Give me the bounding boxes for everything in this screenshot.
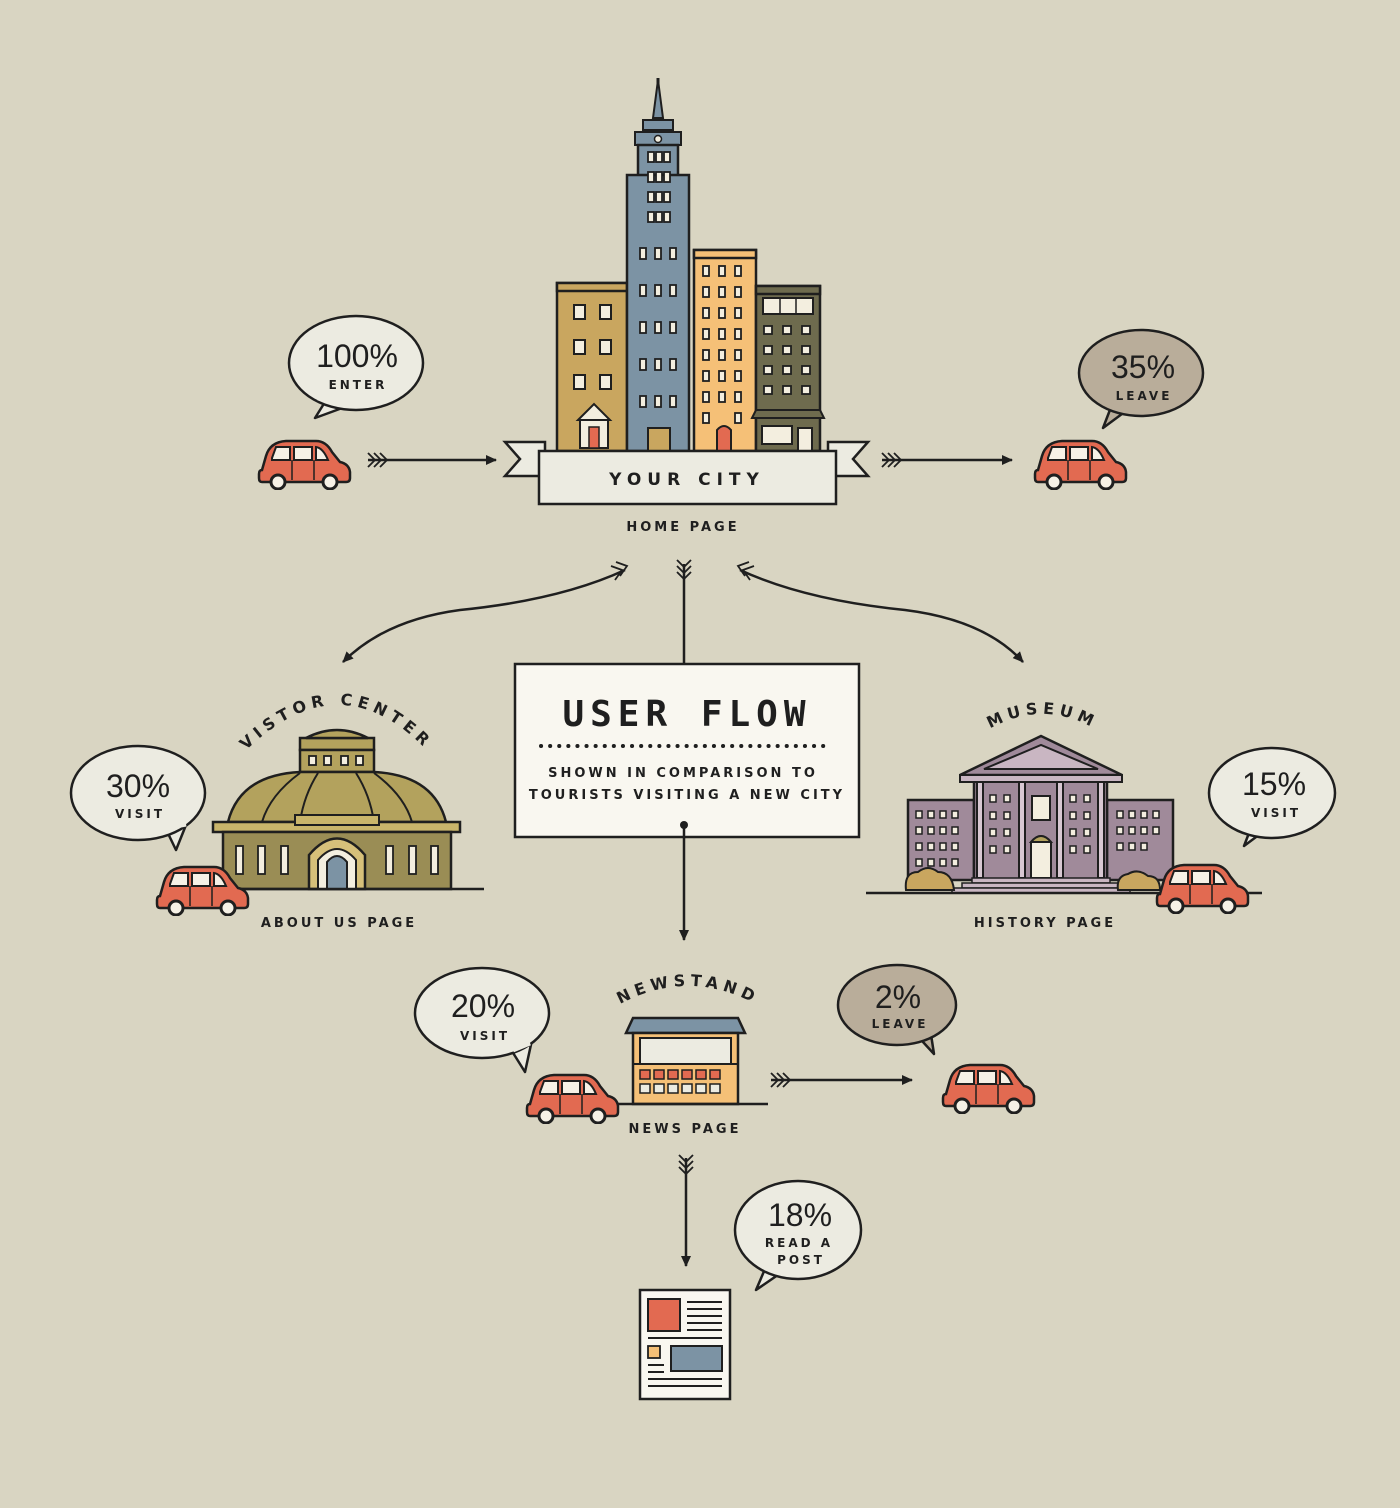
visit-history-bubble: 15% VISIT — [1207, 746, 1337, 848]
read-post-label-line-2: POST — [777, 1253, 825, 1267]
leave-home-percent: 35% — [1111, 349, 1175, 385]
flow-arrows-home — [342, 559, 1024, 664]
visit-history-percent: 15% — [1242, 766, 1306, 802]
car-newstand — [525, 1073, 620, 1124]
home-page-label: HOME PAGE — [626, 520, 739, 535]
car-leave-news — [941, 1063, 1036, 1114]
leave-home-bubble: 35% LEAVE — [1077, 328, 1205, 430]
leave-home-label: LEAVE — [1116, 389, 1173, 403]
banner-label: YOUR CITY — [608, 470, 765, 490]
subtitle-line-2: TOURISTS VISITING A NEW CITY — [529, 788, 845, 803]
car-leave-home — [1033, 439, 1128, 490]
visit-news-label: VISIT — [460, 1029, 510, 1043]
leave-home-arrow — [881, 452, 1013, 468]
leave-news-label: LEAVE — [872, 1017, 929, 1031]
leave-news-percent: 2% — [875, 979, 921, 1015]
your-city-banner: YOUR CITY — [502, 440, 871, 506]
enter-label: ENTER — [329, 378, 388, 392]
car-museum — [1155, 863, 1250, 914]
newstand-illustration — [606, 1016, 768, 1106]
visit-history-label: VISIT — [1251, 806, 1301, 820]
subtitle-line-1: SHOWN IN COMPARISON TO — [548, 766, 818, 781]
visit-about-bubble: 30% VISIT — [69, 744, 207, 852]
leave-news-bubble: 2% LEAVE — [836, 963, 958, 1056]
main-title: USER FLOW — [562, 694, 811, 735]
read-post-label-line-1: READ A — [765, 1236, 833, 1250]
title-box: USER FLOW SHOWN IN COMPARISON TO TOURIST… — [513, 662, 861, 839]
read-post-bubble: 18% READ A POST — [733, 1179, 863, 1292]
newstand-title: NEWSTAND — [613, 971, 762, 1008]
news-page-label: NEWS PAGE — [629, 1122, 742, 1137]
visit-about-label: VISIT — [115, 807, 165, 821]
visit-news-bubble: 20% VISIT — [413, 966, 551, 1074]
enter-bubble: 100% ENTER — [287, 314, 425, 420]
leave-news-arrow — [770, 1072, 913, 1088]
read-post-percent: 18% — [768, 1197, 832, 1233]
car-enter — [257, 439, 352, 490]
enter-percent: 100% — [316, 338, 398, 374]
visit-about-percent: 30% — [106, 768, 170, 804]
city-skyline-illustration — [555, 78, 826, 453]
enter-arrow — [367, 452, 497, 468]
news-to-post-arrow — [678, 1154, 694, 1267]
visitor-center-illustration — [211, 728, 484, 891]
about-page-label: ABOUT US PAGE — [261, 916, 417, 931]
blog-post-icon — [638, 1288, 732, 1401]
history-page-label: HISTORY PAGE — [974, 916, 1116, 931]
museum-title: MUSEUM — [984, 699, 1102, 732]
visit-news-percent: 20% — [451, 988, 515, 1024]
title-to-news-arrow — [679, 821, 689, 941]
